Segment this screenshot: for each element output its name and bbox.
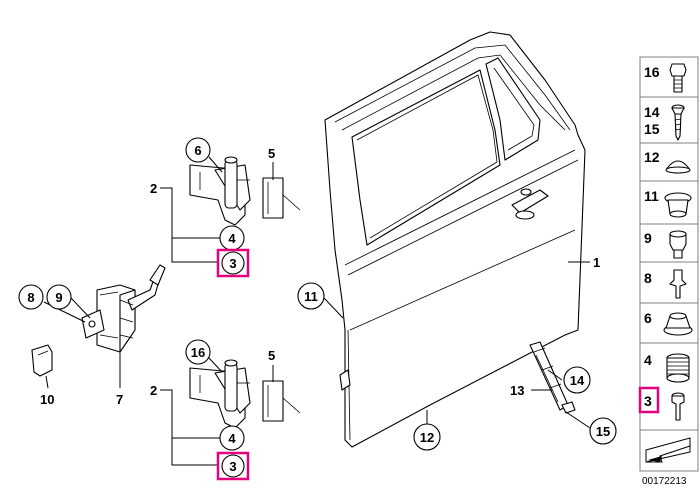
leader-lines	[43, 156, 591, 466]
callout-label: 4	[228, 231, 236, 246]
callout-label: 12	[420, 430, 434, 445]
orientation-arrow-icon	[645, 437, 691, 463]
label-13: 13	[510, 383, 524, 398]
callout-4-upper[interactable]: 4	[219, 225, 245, 251]
callout-label: 15	[596, 424, 610, 439]
panel-item-4[interactable]: 4	[644, 352, 690, 383]
panel-label-11: 11	[644, 188, 659, 204]
panel-item-8[interactable]: 8	[644, 269, 687, 299]
panel-item-6[interactable]: 6	[644, 310, 693, 336]
door-check-arm[interactable]	[81, 264, 166, 353]
panel-item-12[interactable]: 12	[644, 149, 691, 174]
trim-bracket[interactable]	[529, 341, 576, 414]
label-2-upper: 2	[150, 181, 157, 196]
callout-9[interactable]: 9	[46, 284, 72, 310]
callout-6[interactable]: 6	[185, 137, 211, 163]
label-10: 10	[40, 392, 54, 407]
label-2-lower: 2	[150, 383, 157, 398]
panel-label-9: 9	[644, 230, 652, 246]
panel-item-16[interactable]: 16	[644, 63, 687, 93]
lower-hinge[interactable]	[189, 359, 301, 429]
callout-8[interactable]: 8	[18, 284, 44, 310]
panel-item-14-15[interactable]: 14 15	[644, 104, 685, 141]
callout-label: 8	[27, 290, 34, 305]
callout-label: 4	[228, 431, 236, 446]
label-5-lower: 5	[268, 348, 275, 363]
document-number: 00172213	[642, 476, 687, 487]
callout-4-lower[interactable]: 4	[219, 425, 245, 451]
upper-hinge[interactable]	[189, 156, 301, 226]
panel-label-14: 14	[644, 104, 660, 120]
callout-15[interactable]: 15	[589, 417, 617, 445]
panel-label-3: 3	[644, 393, 652, 409]
label-5-upper: 5	[268, 146, 275, 161]
panel-label-16: 16	[644, 64, 660, 80]
callout-3-lower[interactable]: 3	[216, 451, 250, 481]
cap-part-10[interactable]	[31, 344, 53, 377]
label-1: 1	[593, 255, 600, 270]
callout-label: 11	[304, 289, 318, 304]
panel-item-3[interactable]: 3	[638, 386, 685, 421]
rear-door[interactable]	[324, 31, 586, 448]
label-7: 7	[116, 392, 123, 407]
panel-label-6: 6	[644, 310, 652, 326]
callout-14[interactable]: 14	[563, 366, 591, 394]
callout-label: 3	[229, 256, 236, 271]
callout-16[interactable]: 16	[185, 339, 211, 365]
panel-label-12: 12	[644, 149, 660, 165]
callout-12[interactable]: 12	[413, 423, 441, 451]
callout-label: 6	[194, 143, 201, 158]
callout-label: 16	[191, 345, 205, 360]
panel-item-9[interactable]: 9	[644, 230, 687, 259]
panel-label-8: 8	[644, 270, 652, 286]
callout-11[interactable]: 11	[297, 282, 325, 310]
panel-item-11[interactable]: 11	[644, 188, 692, 218]
callout-label: 3	[229, 459, 236, 474]
callout-3-upper[interactable]: 3	[216, 248, 250, 278]
panel-label-4: 4	[644, 352, 652, 368]
callout-label: 9	[55, 290, 62, 305]
callout-label: 14	[570, 373, 585, 388]
panel-label-15: 15	[644, 121, 660, 137]
